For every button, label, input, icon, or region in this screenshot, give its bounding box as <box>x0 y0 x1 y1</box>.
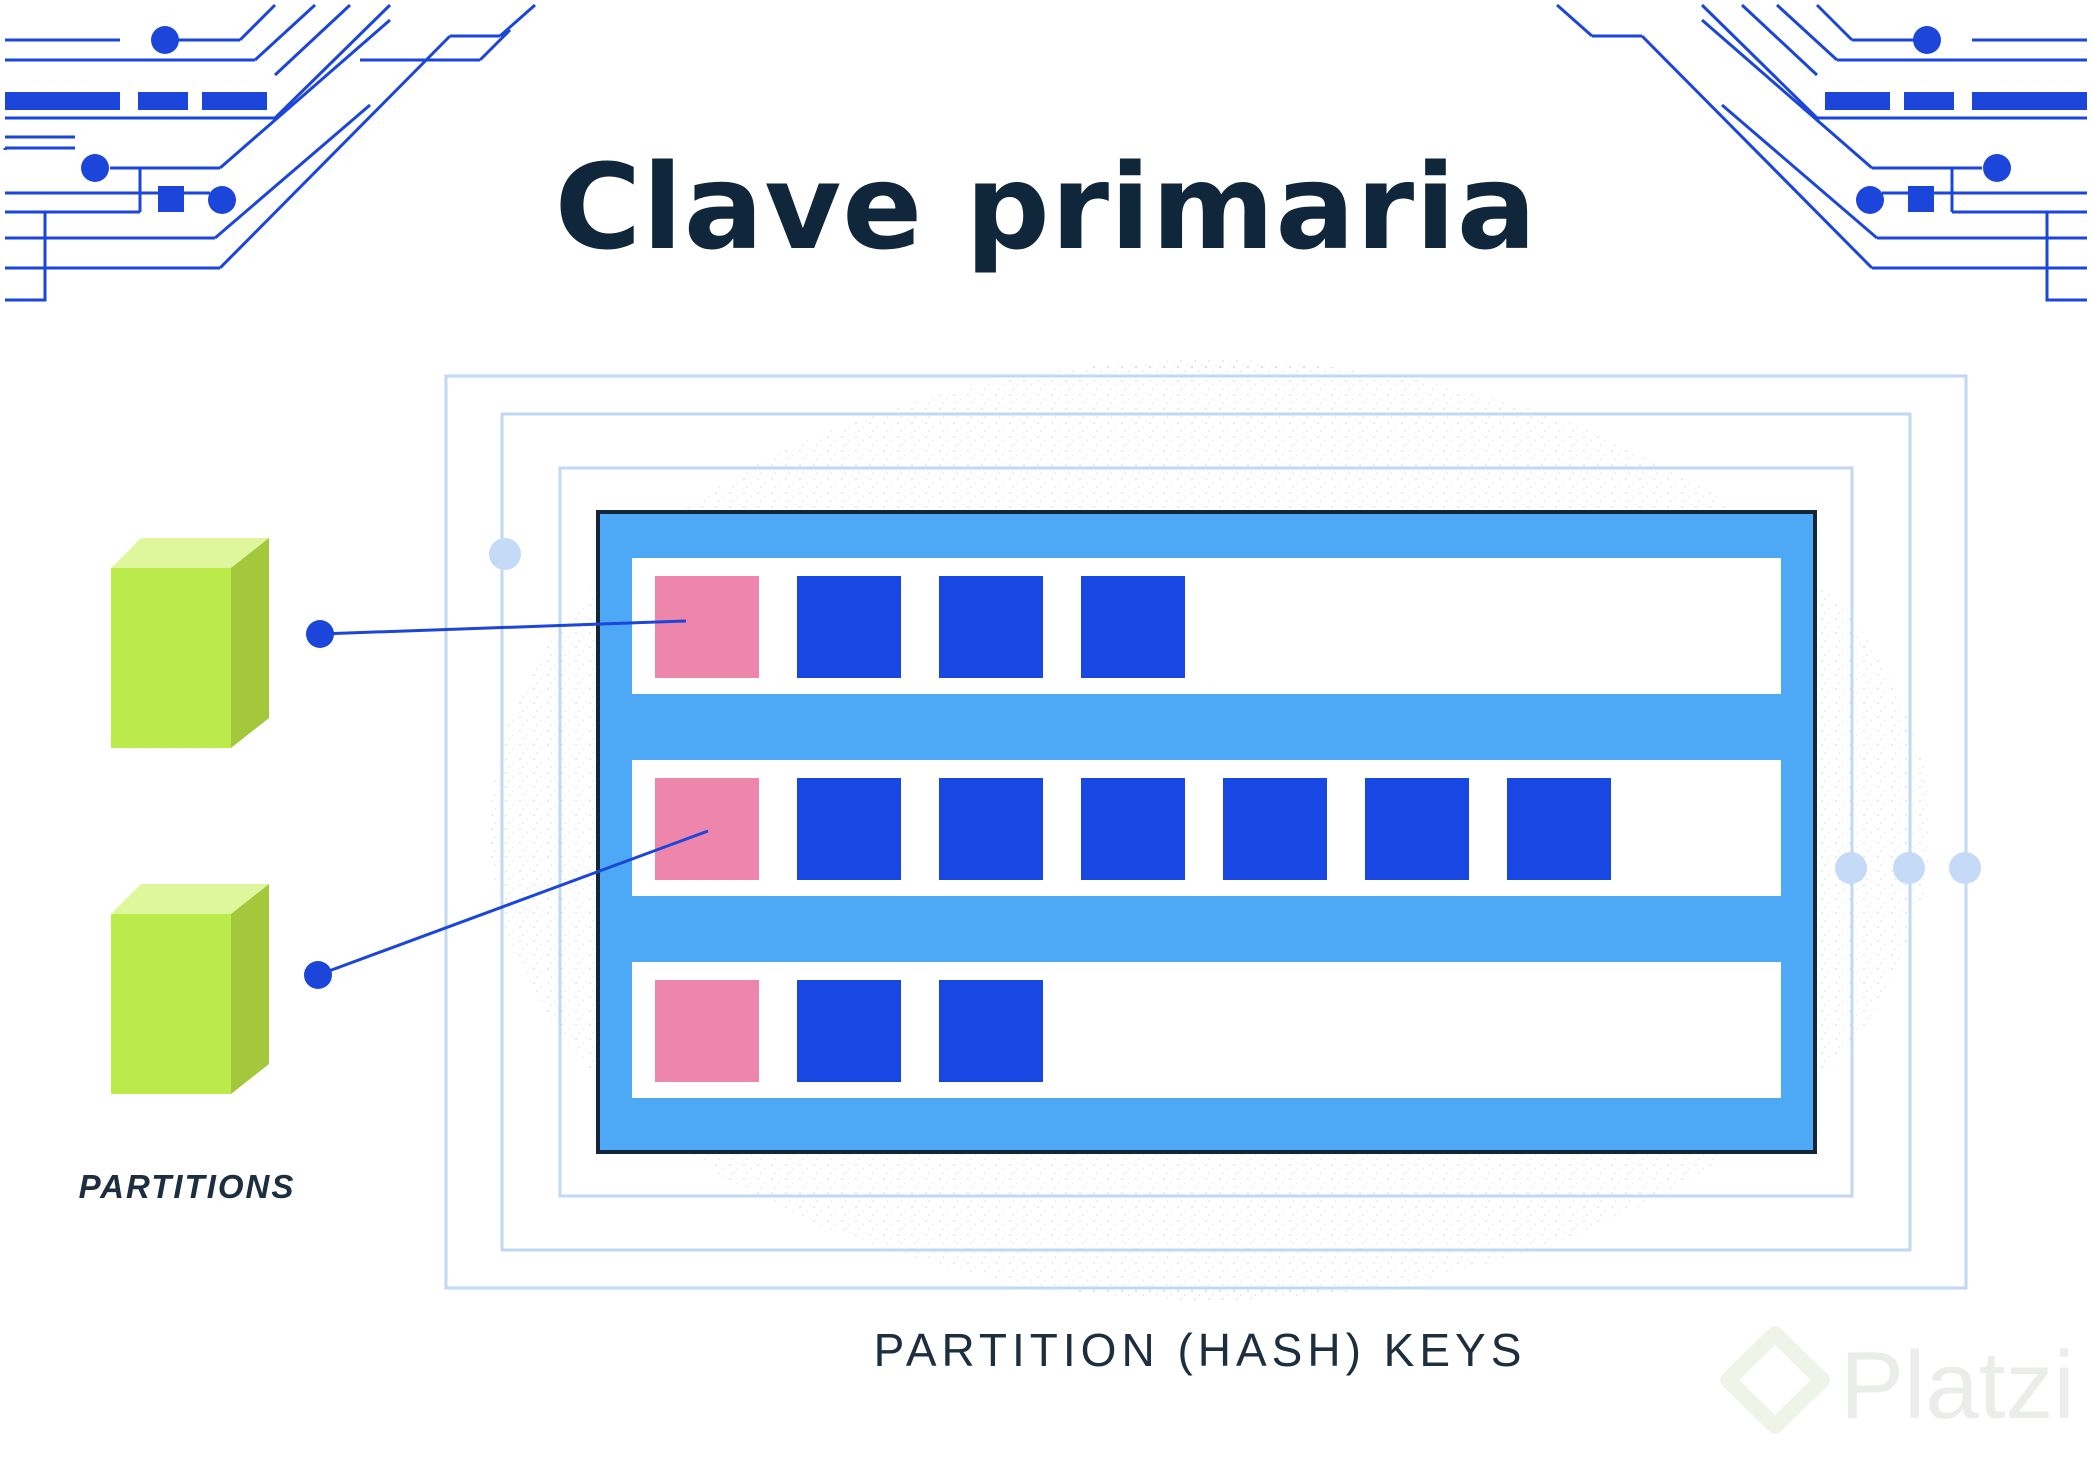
circuit-bar <box>5 92 120 110</box>
page-title: Clave primaria <box>555 138 1538 276</box>
item-cell <box>1081 576 1185 678</box>
outline-frame-inner <box>558 466 1854 1198</box>
item-cell <box>1223 778 1327 880</box>
partitions <box>111 538 269 1094</box>
partition-cube <box>111 538 269 748</box>
connector-dot-2 <box>304 961 332 989</box>
frame-dot <box>489 538 521 570</box>
outline-frame-middle <box>500 412 1912 1252</box>
circuit-bar <box>138 92 188 110</box>
cube-side <box>231 884 269 1094</box>
cube-side <box>231 538 269 748</box>
circuit-decoration-right <box>1556 3 2087 302</box>
circuit-square <box>1908 186 1934 212</box>
item-cell <box>797 778 901 880</box>
item-cell <box>797 576 901 678</box>
table-rows <box>632 558 1781 1098</box>
partition-key-cell <box>655 980 759 1082</box>
circuit-node <box>1983 154 2011 182</box>
item-cell <box>1507 778 1611 880</box>
watermark-text: Platzi <box>1840 1332 2075 1439</box>
frame-dots <box>489 538 1981 884</box>
connector-dot-1 <box>306 620 334 648</box>
frame-dot <box>1835 852 1867 884</box>
item-cell <box>939 980 1043 1082</box>
circuit-node <box>151 26 179 54</box>
cube-top <box>111 538 269 568</box>
partitions-label: PARTITIONS <box>79 1168 296 1205</box>
circuit-bar <box>1904 92 1954 110</box>
circuit-node <box>1913 26 1941 54</box>
circuit-nodes-left <box>5 26 267 214</box>
partition-connectors <box>304 619 709 989</box>
partition-cube <box>111 884 269 1094</box>
cube-front <box>111 568 231 748</box>
circuit-square <box>158 186 184 212</box>
cube-top <box>111 884 269 914</box>
circuit-node <box>208 186 236 214</box>
frame-dot <box>1949 852 1981 884</box>
circuit-bar <box>1972 92 2087 110</box>
partition-keys-label: PARTITION (HASH) KEYS <box>874 1324 1527 1376</box>
platzi-logo-icon <box>1720 1326 1830 1434</box>
item-cell <box>797 980 901 1082</box>
circuit-bar <box>1825 92 1890 110</box>
connector-line-2 <box>317 829 709 977</box>
circuit-bar <box>202 92 267 110</box>
item-cell <box>939 576 1043 678</box>
circuit-node <box>81 154 109 182</box>
connector-line-1 <box>319 619 687 636</box>
circuit-decoration-left <box>3 3 536 302</box>
partition-key-cell <box>655 778 759 880</box>
partition-key-cell <box>655 576 759 678</box>
item-cell <box>1365 778 1469 880</box>
cube-front <box>111 914 231 1094</box>
circuit-node <box>1856 186 1884 214</box>
item-cell <box>1081 778 1185 880</box>
item-cell <box>939 778 1043 880</box>
platzi-watermark: Platzi <box>1720 1326 2075 1439</box>
frame-dot <box>1893 852 1925 884</box>
